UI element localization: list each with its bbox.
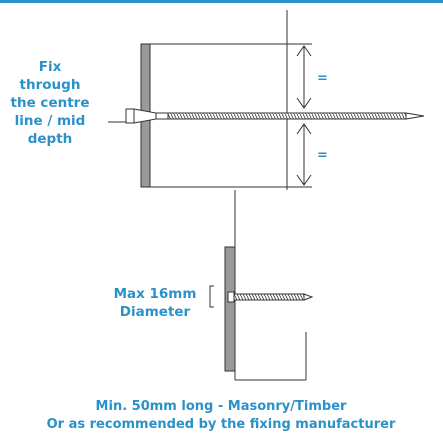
fix-label-line3: the centre <box>11 95 90 111</box>
lower-board <box>224 246 236 372</box>
equal-sign-bottom: = <box>317 148 328 163</box>
caption-line2: Or as recommended by the fixing manufact… <box>47 417 396 432</box>
bottom-block-face <box>140 116 151 188</box>
lower-screw-thread <box>233 293 305 301</box>
centre-screw <box>125 108 425 124</box>
caption-line1: Min. 50mm long - Masonry/Timber <box>96 399 347 414</box>
screw-thread <box>167 112 407 120</box>
max-diameter-line1: Max 16mm <box>114 286 197 302</box>
fix-label-line1: Fix <box>39 59 62 75</box>
diameter-bracket <box>209 285 214 308</box>
lower-screw-head <box>227 291 235 303</box>
depth-dimension: = = <box>287 43 328 188</box>
upper-assembly: = = Fix through the centre line / mid de… <box>11 10 425 190</box>
fix-label-line5: depth <box>28 131 73 147</box>
screw-tip <box>405 112 425 120</box>
fix-label-line4: line / mid <box>15 113 86 129</box>
bottom-block <box>140 116 288 188</box>
top-block <box>140 43 288 115</box>
equal-sign-top: = <box>317 71 328 86</box>
lower-screw <box>227 291 314 303</box>
max-diameter-line2: Diameter <box>120 304 191 320</box>
lower-assembly: Max 16mm Diameter <box>114 190 314 381</box>
top-block-face <box>140 43 151 115</box>
fix-label-line2: through <box>20 77 81 93</box>
screw-head <box>125 108 135 124</box>
screw-shank <box>155 112 169 120</box>
top-accent-bar <box>0 0 443 3</box>
lower-screw-tip <box>303 293 314 301</box>
